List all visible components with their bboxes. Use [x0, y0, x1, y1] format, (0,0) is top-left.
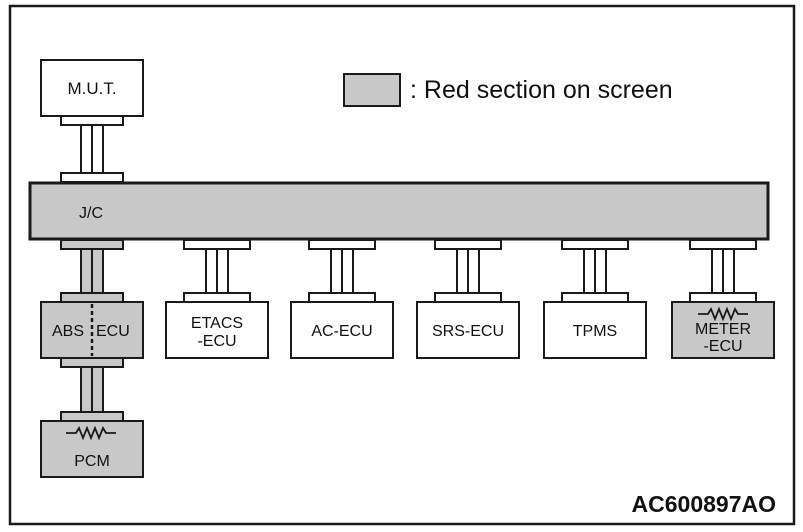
srs-ecu-label: SRS-ECU: [432, 323, 504, 340]
etacs-ecu-label-1: ETACS: [191, 315, 243, 332]
tpms-node: TPMS: [543, 301, 647, 359]
meter-ecu-branch: [689, 239, 757, 303]
etacs-ecu-node: ETACS -ECU: [165, 301, 269, 359]
jc-connector-top: [60, 172, 124, 183]
abs-ecu-branch: [60, 239, 124, 303]
meter-ecu-label-2: -ECU: [703, 338, 742, 355]
link-mut-jc: [80, 124, 104, 174]
mut-node: M.U.T.: [40, 59, 144, 126]
meter-ecu-resistor-icon: [698, 306, 748, 322]
meter-ecu-node: METER -ECU: [671, 301, 775, 359]
legend-swatch: [343, 73, 401, 107]
figure-code: AC600897AO: [632, 491, 776, 517]
tpms-label: TPMS: [573, 323, 617, 340]
legend: : Red section on screen: [343, 73, 673, 107]
legend-text: : Red section on screen: [410, 76, 673, 104]
abs-ecu-label-right: ECU: [96, 323, 130, 340]
mut-label: M.U.T.: [67, 79, 116, 98]
meter-ecu-label-1: METER: [695, 321, 751, 338]
mut-connector-bottom: [60, 115, 124, 126]
srs-ecu-node: SRS-ECU: [416, 301, 520, 359]
pcm-node: PCM: [40, 420, 144, 478]
jc-bus: J/C: [28, 181, 770, 241]
pcm-label: PCM: [74, 453, 110, 470]
link-abs-pcm: [60, 357, 124, 422]
ac-ecu-branch: [308, 239, 376, 303]
abs-ecu-label-left: ABS: [52, 323, 84, 340]
tpms-branch: [561, 239, 629, 303]
pcm-resistor-icon: [66, 425, 116, 441]
etacs-ecu-label-2: -ECU: [197, 333, 236, 350]
ac-ecu-label: AC-ECU: [311, 323, 372, 340]
abs-ecu-node: ABS ECU: [40, 301, 144, 359]
ac-ecu-node: AC-ECU: [290, 301, 394, 359]
jc-label: J/C: [79, 205, 103, 222]
